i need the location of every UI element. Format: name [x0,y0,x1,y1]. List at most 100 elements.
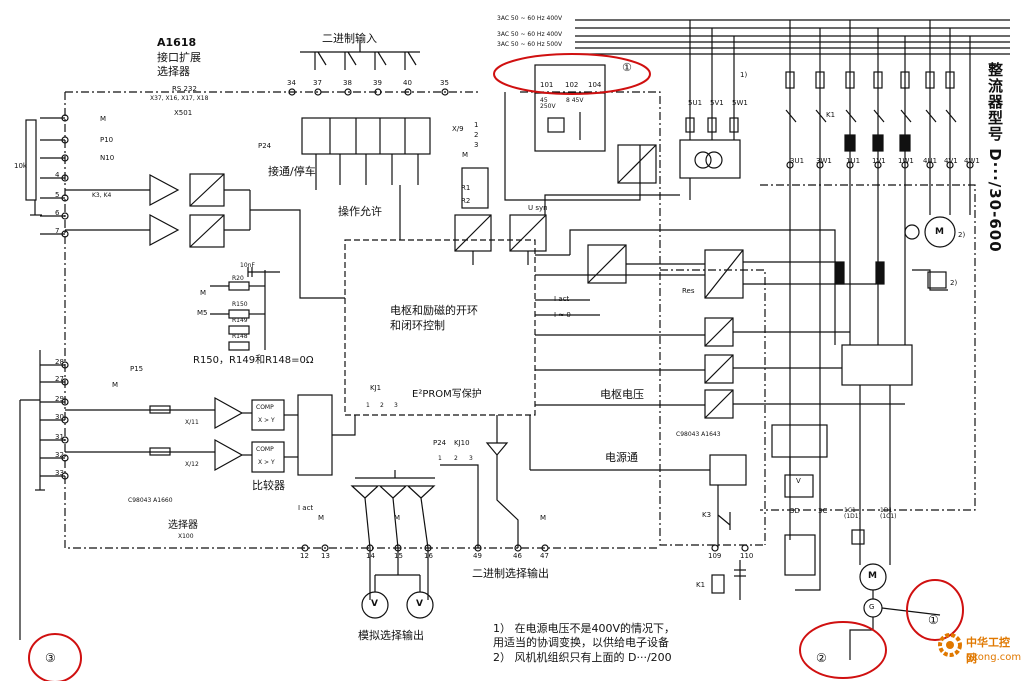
highlight-circles [28,53,964,681]
terminal-3d: 3D [790,507,800,515]
x12-label: X/12 [185,461,199,468]
comparator-label: 比较器 [252,479,285,492]
terminal-109: 109 [708,552,722,560]
k3-label: K3 [702,511,712,519]
x9-pin1: 1 [474,121,479,129]
left-p10-label: P10 [100,136,114,144]
r2-label: R2 [461,197,471,205]
terminal-39: 39 [373,79,382,87]
rectifier-title: 整流器型号 D···/30-600 [986,62,1004,253]
bottom-m-15: M [394,514,401,522]
terminal-14: 14 [366,552,375,560]
kj1-label: KJ1 [370,384,382,392]
terminal-4v1: 4V1 [944,157,958,165]
fuse-8-label: 8 45V [566,97,584,104]
terminal-1w1: 1W1 [898,157,914,165]
left-n10-label: N10 [100,154,115,162]
terminal-38: 38 [343,79,352,87]
watermark-text1: 中华工控网 [966,636,1010,665]
terminal-1u1: 1U1 [846,157,861,165]
cap-10nf-label: 10nF [240,262,255,269]
field-v-label: V [796,477,801,485]
board-1643-border [660,269,766,545]
p15-label: P15 [130,365,144,373]
kj1-pin3: 3 [394,402,398,409]
watermark-logo: 中华工控网 gkong.com [936,630,1022,672]
terminal-101: 101 [540,81,554,89]
terminal-28: 28 [55,358,64,366]
marker-1-bottom: ① [928,613,939,627]
fuse-voltage-label: 45 250V [540,97,556,110]
voltmeter-1-v: V [371,599,378,609]
terminal-27: 27 [55,375,64,383]
supply-line3: 3AC 50 ~ 60 Hz 500V [497,41,563,48]
selector-label: 选择器 [168,520,198,531]
kj1-pin2: 2 [380,402,384,409]
marker-2-bottom: ② [816,651,827,665]
board-border [64,91,765,549]
pot-10k-label: 10k [14,162,27,170]
r150-label: R150 [232,301,248,308]
analog-select-output-label: 模拟选择输出 [358,629,424,642]
resnet-m-label: M [200,289,207,297]
terminal-15: 15 [394,552,403,560]
port-x501: X501 [174,109,193,117]
terminal-16: 16 [424,552,433,560]
kj10-pin2: 2 [454,455,458,462]
terminal-4u1: 4U1 [923,157,938,165]
k1-power-label: K1 [826,111,836,119]
binary-select-output-label: 二进制选择输出 [472,567,549,580]
terminal-110: 110 [740,552,754,560]
k1-relay-label: K1 [696,581,706,589]
comp1-label: COMP [256,404,274,411]
x9-pin3: 3 [474,141,479,149]
terminal-29: 29 [55,395,64,403]
terminal-31: 31 [55,433,64,441]
supply-line2: 3AC 50 ~ 60 Hz 400V [497,31,563,38]
eeprom-label: E²PROM写保护 [412,389,482,400]
p24-label: P24 [258,142,272,150]
note-line1: 1） 在电源电压不是400V的情况下， [493,622,676,635]
ieq0-label: I ≈ 0 [554,311,571,319]
fan-motor-m: M [935,227,944,237]
note-line3: 2） 风机机组织只有上面的 D···/200 [493,651,672,664]
r20-label: R20 [232,275,244,282]
terminal-1c1: 1C1 (1D1) [844,507,861,520]
control-core-line2: 和闭环控制 [390,319,445,332]
bottom-iact: I act [298,504,314,512]
x9-m-label: M [462,151,469,159]
marker-1-top: ① [622,61,632,74]
board-1660-label: C98043 A1660 [128,497,173,504]
terminal-7: 7 [55,227,60,235]
binary-input-label: 二进制输入 [322,32,377,45]
comp1-xgty: X > Y [258,417,275,424]
kj10-pin3: 3 [469,455,473,462]
terminal-1d1: 1D1 (1C1) [880,507,897,520]
res-label: Res [682,287,695,295]
x9-pin2: 2 [474,131,479,139]
watermark-text2: gkong.com [966,652,1022,663]
m5-label: M5 [197,309,208,317]
run-stop-label: 接通/停车 [268,165,316,178]
usyn-label: U syn [528,204,548,212]
terminal-33: 33 [55,469,64,477]
terminal-3u1: 3U1 [790,157,805,165]
tacho-g: G [869,603,875,611]
x9-label: X/9 [452,125,464,133]
gear-icon [938,633,962,657]
armature-voltage-label: 电枢电压 [600,388,644,401]
terminal-35: 35 [440,79,449,87]
terminal-4w1: 4W1 [964,157,980,165]
terminal-34: 34 [287,79,296,87]
selector-port: X100 [178,533,194,540]
marker-1-suffix: 1) [740,71,748,79]
terminal-4: 4 [55,171,60,179]
kj10-label: KJ10 [454,439,470,447]
marker-2-suffix-fan: 2) [958,231,966,239]
marker-3-left: ③ [45,651,56,665]
terminal-104: 104 [588,81,602,89]
module-code: A1618 [157,36,197,49]
resistor-note: R150，R149和R148=0Ω [193,355,314,366]
bottom-m-12: M [318,514,325,522]
